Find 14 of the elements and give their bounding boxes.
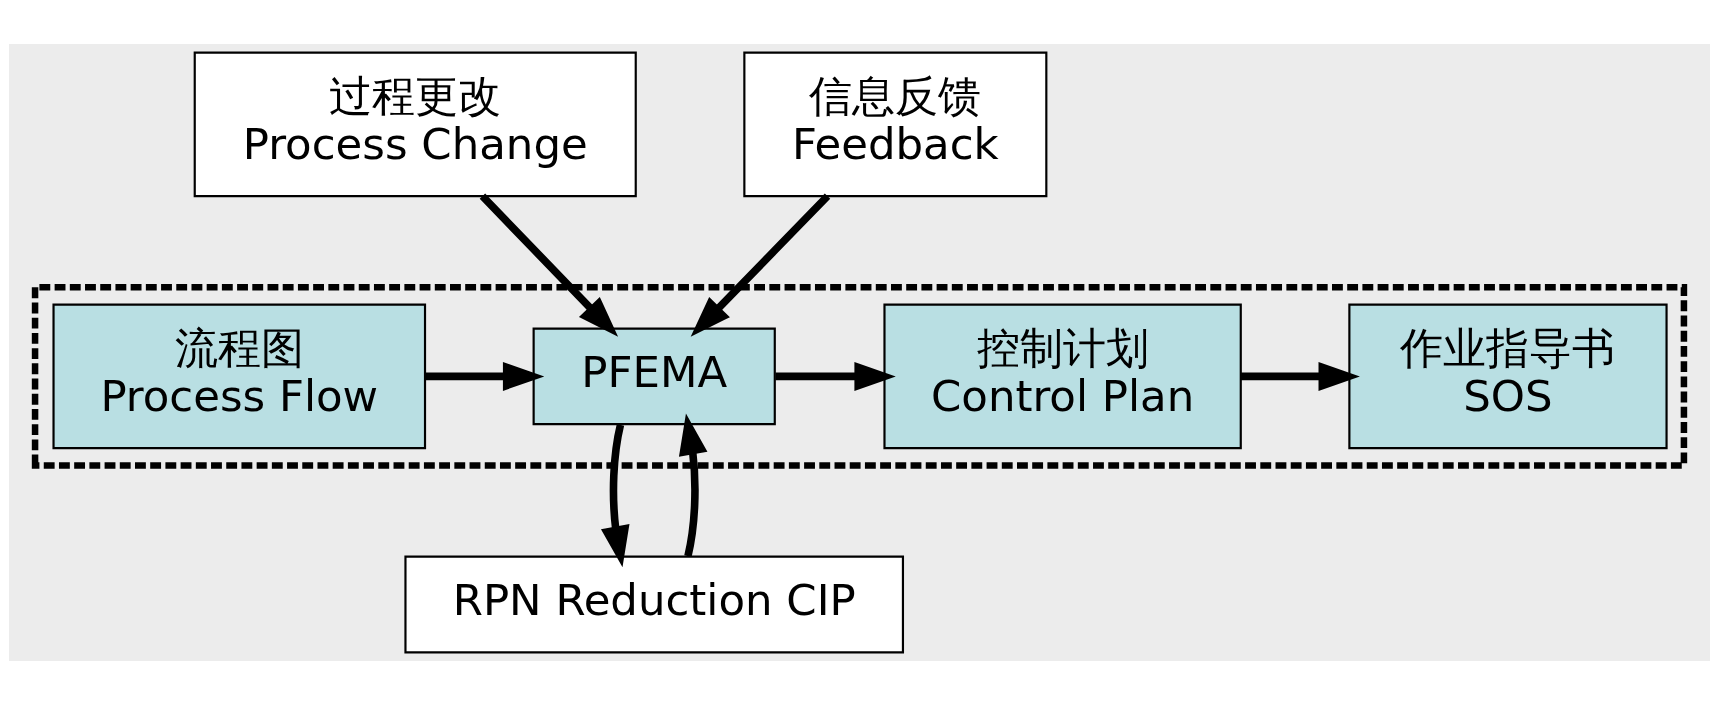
arrow bbox=[690, 193, 830, 337]
node-box: PFEMA bbox=[532, 327, 776, 425]
node-box: 流程图 Process Flow bbox=[51, 303, 426, 449]
arrow bbox=[1240, 361, 1360, 391]
arrow bbox=[774, 361, 896, 391]
node-box: 控制计划 Control Plan bbox=[882, 303, 1242, 449]
node-box: 作业指导书 SOS bbox=[1347, 303, 1668, 449]
node-box: 信息反馈 Feedback bbox=[742, 51, 1047, 197]
arrow bbox=[425, 361, 544, 391]
cluster bbox=[31, 283, 1687, 469]
arrow bbox=[678, 413, 707, 557]
node-box: 过程更改 Process Change bbox=[193, 51, 637, 197]
node-box: RPN Reduction CIP bbox=[403, 555, 904, 653]
arrow bbox=[479, 193, 618, 337]
